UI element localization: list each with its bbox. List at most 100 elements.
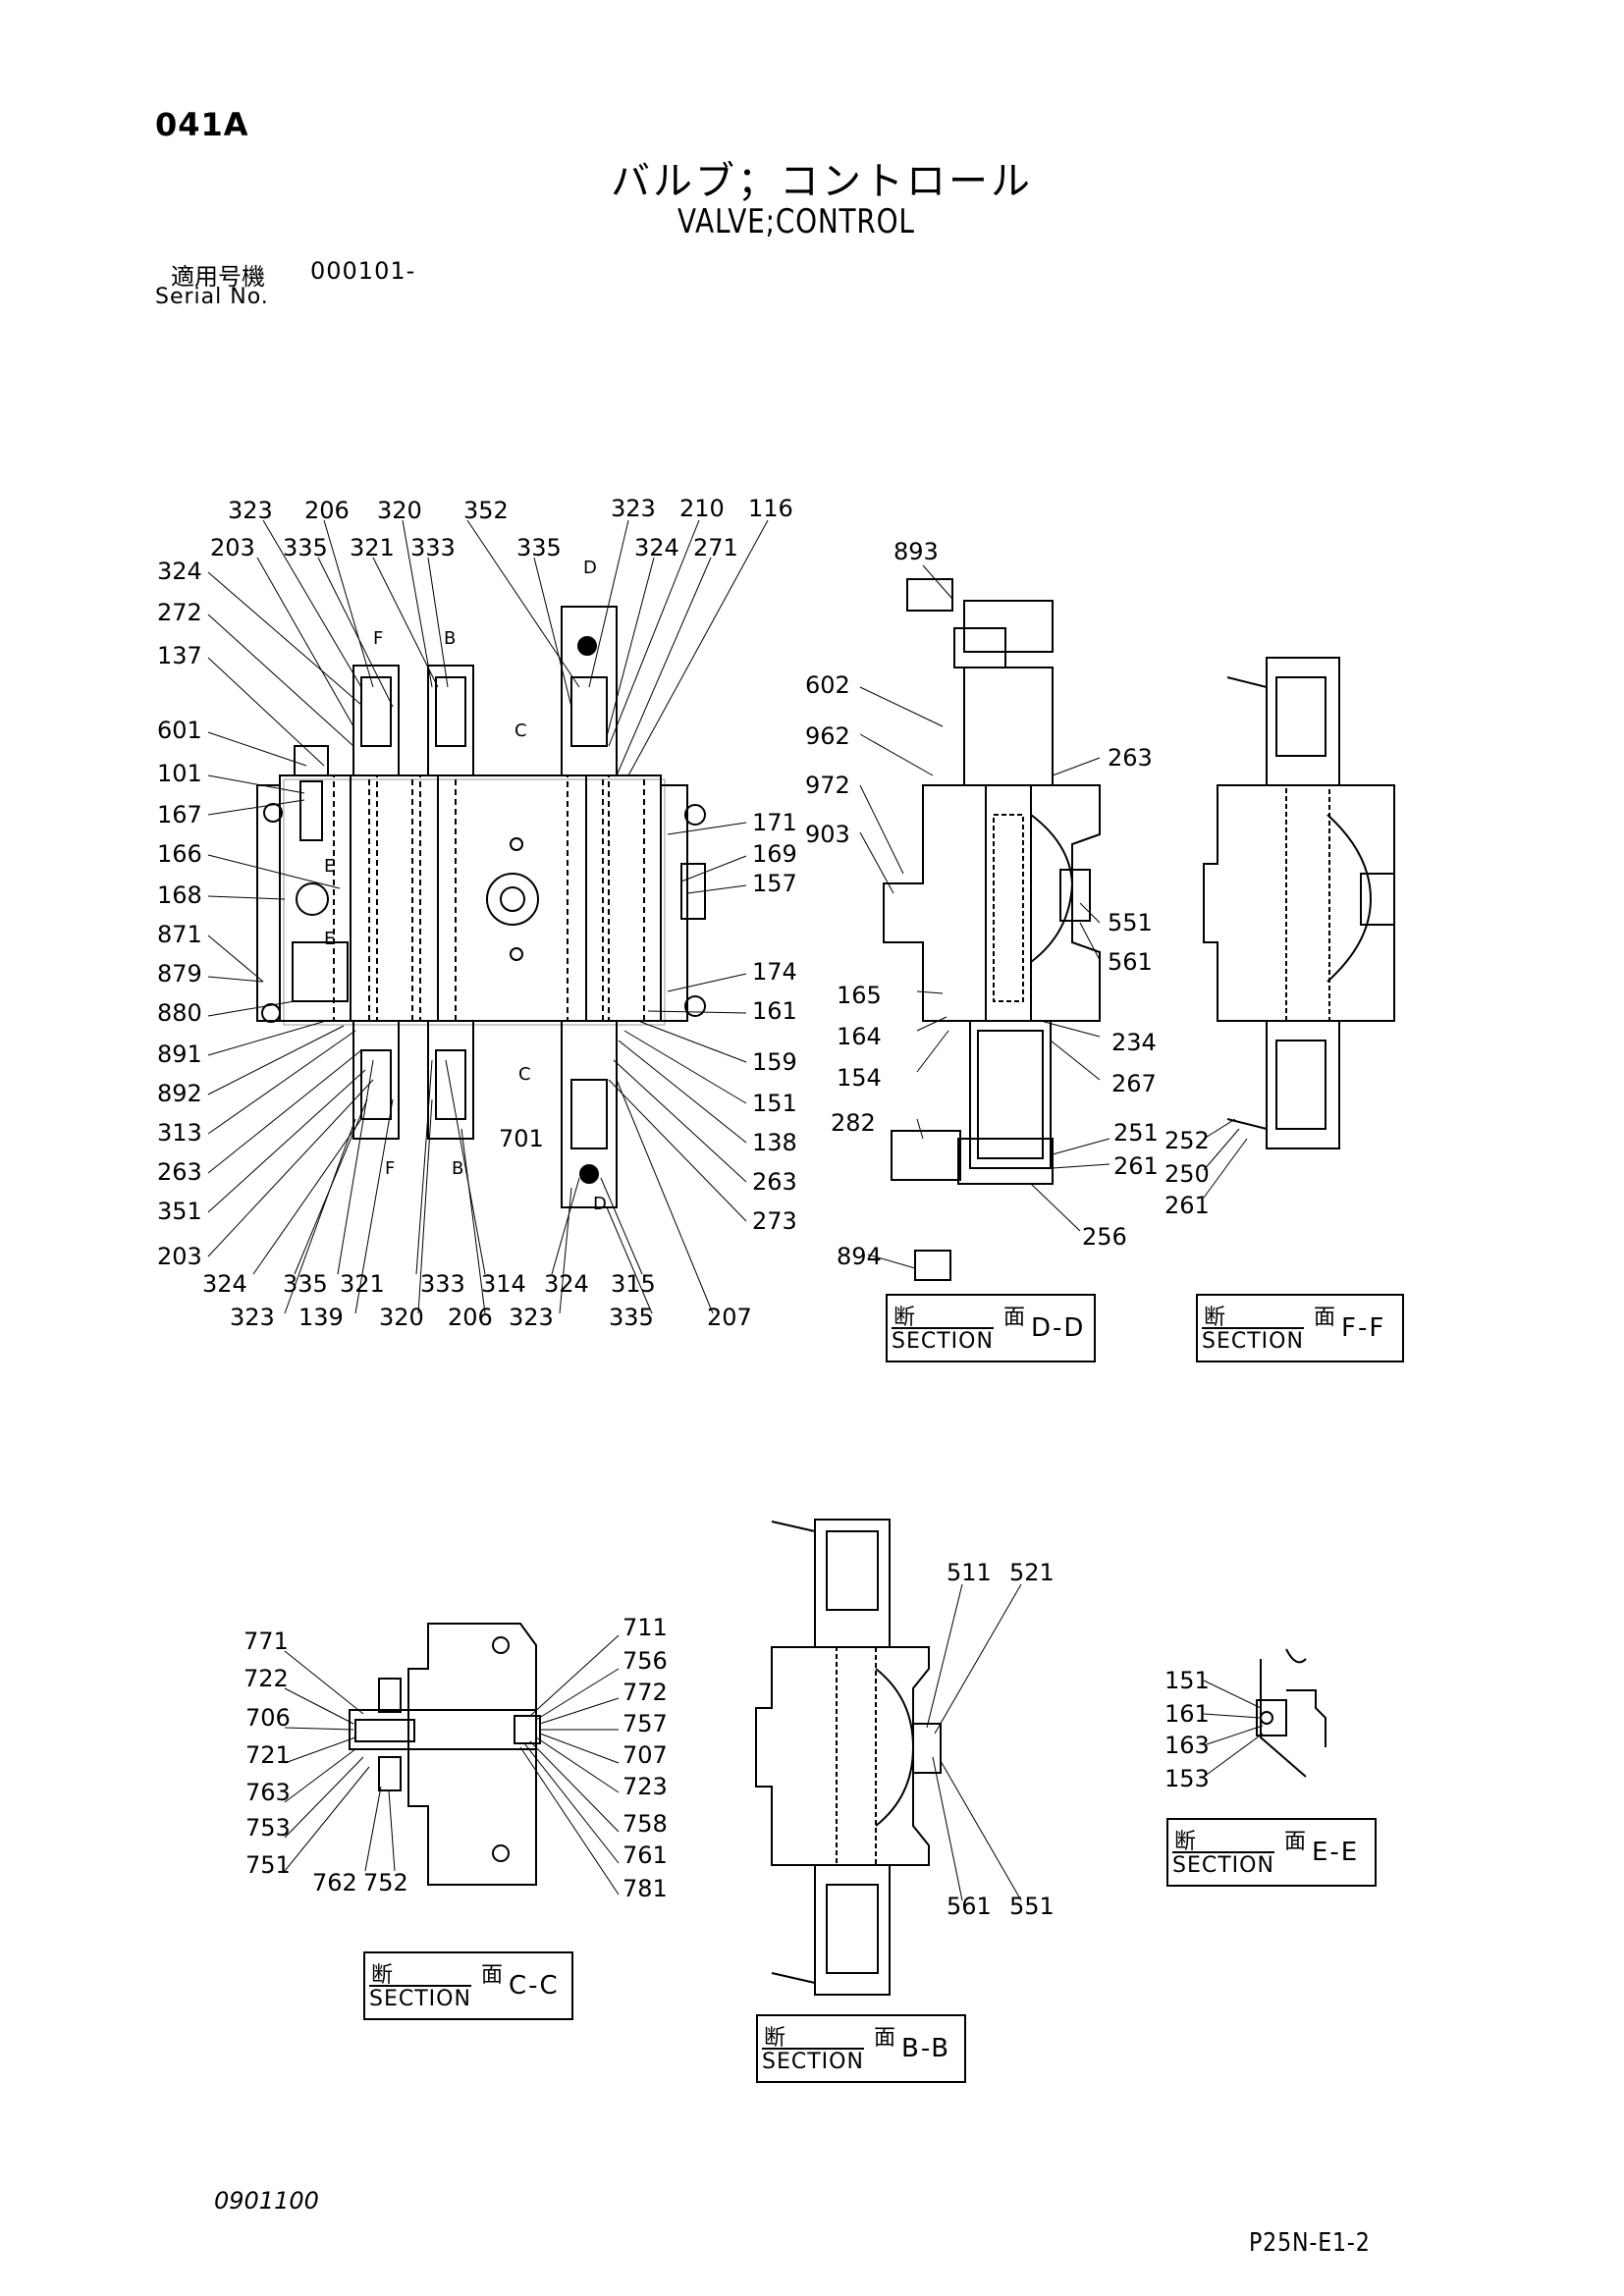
section-mark-label: F (373, 628, 383, 649)
main-top-label: 323 (611, 495, 656, 522)
section-ff-view (1203, 657, 1395, 1149)
cc-label: 753 (245, 1814, 291, 1842)
section-en: SECTION (1172, 1851, 1274, 1878)
main-left-label: 137 (157, 642, 202, 669)
cc-label: 761 (623, 1842, 668, 1869)
main-left-label: 167 (157, 801, 202, 828)
dd-label: 164 (837, 1023, 882, 1050)
section-en: SECTION (369, 1985, 471, 2011)
cc-label: 772 (623, 1679, 668, 1706)
dd-label: 261 (1113, 1152, 1159, 1180)
main-bottom-label: 321 (340, 1270, 385, 1298)
main-top-label: 321 (350, 534, 395, 561)
section-jp-b: 面 (874, 2026, 896, 2051)
dd-label: 282 (831, 1109, 876, 1137)
dd-label: 893 (893, 538, 939, 565)
main-left-label: 871 (157, 921, 202, 948)
serial-label-japanese: 適用号機 (171, 263, 265, 291)
section-jp-a: 断 (1204, 1306, 1226, 1330)
dd-label: 256 (1082, 1223, 1127, 1251)
section-label-ff: 断 面 SECTION F-F (1196, 1294, 1404, 1362)
main-top-label: 323 (228, 497, 273, 524)
cc-label: 762 (312, 1869, 357, 1896)
main-right-label: 169 (752, 840, 797, 868)
ff-label: 261 (1164, 1192, 1210, 1219)
main-bottom-label: 323 (230, 1304, 275, 1331)
main-top-label: 320 (377, 497, 422, 524)
main-left-label: 879 (157, 960, 202, 988)
section-jp-b: 面 (481, 1963, 504, 1988)
cc-label: 723 (623, 1773, 668, 1800)
main-right-label: 273 (752, 1207, 797, 1235)
dd-label: 267 (1111, 1070, 1157, 1097)
title-japanese: バルブ；コントロール (611, 159, 1033, 204)
section-ee-view (1256, 1648, 1326, 1778)
cc-label: 721 (245, 1741, 291, 1769)
cc-label: 771 (244, 1628, 289, 1655)
main-top-label: 352 (463, 497, 509, 524)
ee-label: 151 (1164, 1667, 1210, 1694)
cc-label: 757 (623, 1710, 668, 1737)
dd-label: 972 (805, 772, 850, 799)
main-left-label: 313 (157, 1119, 202, 1147)
main-top-label: 335 (516, 534, 562, 561)
main-right-label: 157 (752, 870, 797, 897)
dd-label: 551 (1108, 909, 1153, 936)
main-left-label: 166 (157, 840, 202, 868)
main-bottom-label: 335 (283, 1270, 328, 1298)
section-mark-label: E (324, 856, 335, 877)
dd-label: 165 (837, 982, 882, 1009)
ee-label: 153 (1164, 1765, 1210, 1792)
section-code: E-E (1312, 1838, 1360, 1867)
main-left-label: 892 (157, 1080, 202, 1107)
main-bottom-label: 207 (707, 1304, 752, 1331)
main-bottom-label: 323 (509, 1304, 554, 1331)
section-jp-b: 面 (1003, 1306, 1026, 1330)
main-right-label: 159 (752, 1048, 797, 1076)
section-label-dd: 断 面 SECTION D-D (886, 1294, 1096, 1362)
section-jp-a: 断 (1174, 1830, 1197, 1854)
main-left-label: 601 (157, 717, 202, 744)
section-mark-label: E (324, 929, 335, 949)
main-right-label: 161 (752, 997, 797, 1025)
ff-label: 252 (1164, 1127, 1210, 1154)
section-code: D-D (1031, 1313, 1086, 1343)
dd-label: 251 (1113, 1119, 1159, 1147)
section-code: C-C (509, 1971, 560, 2001)
section-mark-label: C (514, 721, 527, 741)
title-english: VALVE;CONTROL (677, 202, 915, 241)
cc-label: 752 (363, 1869, 408, 1896)
section-code: B-B (901, 2034, 951, 2063)
main-bottom-label: 324 (544, 1270, 589, 1298)
serial-value: 000101- (310, 257, 416, 285)
section-dd-view (883, 578, 1101, 1281)
main-right-label: 174 (752, 958, 797, 986)
main-right-label: 171 (752, 809, 797, 836)
bb-label: 551 (1009, 1893, 1055, 1920)
main-right-label: 138 (752, 1129, 797, 1156)
section-jp-b: 面 (1314, 1306, 1336, 1330)
section-jp-a: 断 (371, 1963, 394, 1988)
dd-label: 903 (805, 821, 850, 848)
main-bottom-label: 324 (202, 1270, 247, 1298)
cc-label: 711 (623, 1614, 668, 1641)
main-left-label: 272 (157, 599, 202, 626)
main-bottom-label: 206 (448, 1304, 493, 1331)
section-cc-view (349, 1623, 541, 1886)
dd-label: 602 (805, 671, 850, 699)
main-bottom-label: 333 (420, 1270, 465, 1298)
main-left-label: 203 (157, 1243, 202, 1270)
main-left-label: 880 (157, 999, 202, 1027)
main-bottom-label: 335 (609, 1304, 654, 1331)
main-top-label: 203 (210, 534, 255, 561)
main-bottom-label: 315 (611, 1270, 656, 1298)
main-top-label: 210 (679, 495, 725, 522)
cc-label: 758 (623, 1810, 668, 1838)
serial-label-english: Serial No. (155, 285, 269, 309)
main-top-label: 271 (693, 534, 738, 561)
main-left-label: 351 (157, 1198, 202, 1225)
main-bottom-label: 139 (298, 1304, 344, 1331)
section-code: F-F (1341, 1313, 1386, 1343)
